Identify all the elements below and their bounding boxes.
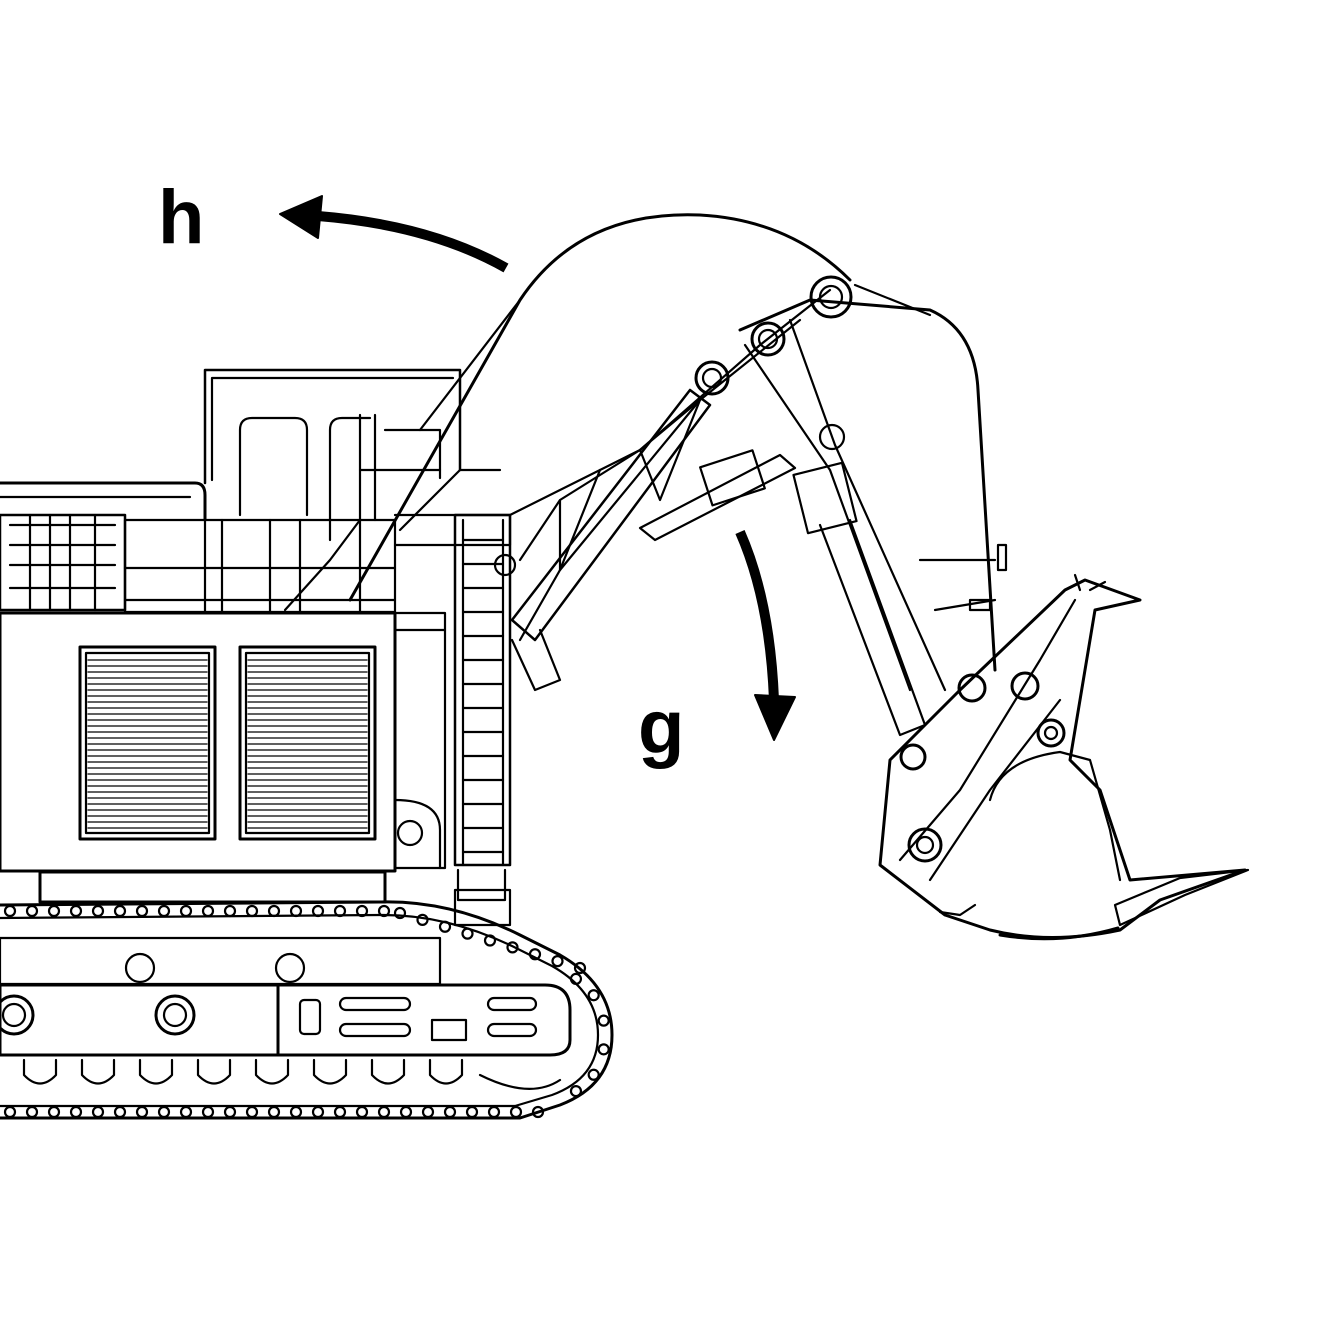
carbody xyxy=(0,938,440,984)
bucket-outline xyxy=(880,580,1245,938)
deck-railing xyxy=(0,483,395,612)
label-h: h xyxy=(158,175,205,260)
bucket-pin xyxy=(1038,720,1064,746)
boom xyxy=(350,215,1006,735)
crawler-track xyxy=(0,872,612,1118)
track-frame xyxy=(0,985,278,1055)
stick-cylinder xyxy=(640,450,795,540)
boom-cylinder xyxy=(512,390,710,690)
cab-window xyxy=(240,418,307,515)
boom-pin xyxy=(811,277,851,317)
ladder xyxy=(455,515,510,925)
label-g: g xyxy=(638,685,685,770)
stick xyxy=(740,285,1006,735)
bucket-pin xyxy=(909,829,941,861)
bucket-teeth xyxy=(1115,870,1248,925)
boom-pin xyxy=(696,362,728,394)
track-roller xyxy=(0,996,33,1034)
track-pads-bottom xyxy=(5,1107,543,1117)
curved-arrow-left-icon xyxy=(280,196,506,268)
bucket xyxy=(880,575,1248,939)
track-outline xyxy=(0,902,612,1118)
curved-arrow-down-icon xyxy=(740,532,795,740)
bucket-pin xyxy=(959,675,985,701)
radiator-grille-left xyxy=(80,647,215,839)
upper-house xyxy=(0,370,510,925)
boom-pin xyxy=(752,323,784,355)
track-frame-side xyxy=(278,985,570,1055)
bucket-pin xyxy=(1012,673,1038,699)
radiator-grille-right xyxy=(240,647,375,839)
track-pads-top xyxy=(5,906,609,1096)
track-roller xyxy=(156,996,194,1034)
operator-cab xyxy=(205,370,460,540)
boom-outline xyxy=(350,215,850,600)
bucket-pin xyxy=(901,745,925,769)
